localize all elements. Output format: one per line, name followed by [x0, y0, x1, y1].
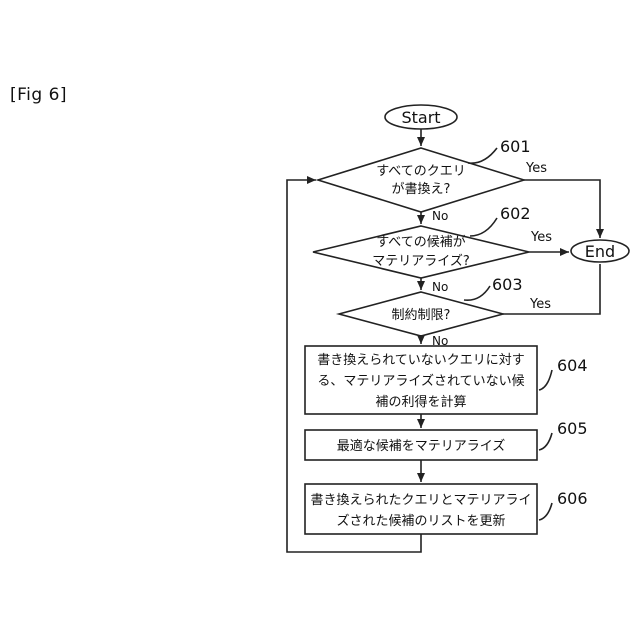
ref-606: 606 — [557, 489, 588, 508]
process-604: 書き換えられていないクエリに対す る、マテリアライズされていない候 補の利得を計… — [305, 346, 537, 414]
process-606-line-2: ズされた候補のリストを更新 — [336, 513, 505, 529]
process-606-line-1: 書き換えられたクエリとマテリアライ — [310, 493, 531, 508]
decision-601-no: No — [432, 209, 448, 223]
decision-603-yes: Yes — [529, 297, 551, 312]
process-604-line-3: 補の利得を計算 — [375, 394, 466, 410]
decision-602-line-2: マテリアライズ? — [372, 253, 470, 269]
decision-601-line-1: すべてのクエリ — [376, 164, 466, 179]
decision-603: 制約制限? — [339, 292, 503, 336]
process-604-line-2: る、マテリアライズされていない候 — [317, 373, 524, 389]
decision-601-yes: Yes — [525, 161, 547, 176]
ref-605: 605 — [557, 419, 588, 438]
end-terminator: End — [571, 240, 629, 262]
ref-602: 602 — [500, 204, 531, 223]
start-terminator: Start — [385, 105, 457, 129]
decision-602-no: No — [432, 280, 448, 294]
start-label: Start — [401, 108, 440, 127]
ref-604: 604 — [557, 356, 588, 375]
process-604-line-1: 書き換えられていないクエリに対す — [317, 353, 525, 368]
end-label: End — [585, 242, 615, 261]
decision-601-line-2: が書換え? — [392, 182, 451, 197]
process-606: 書き換えられたクエリとマテリアライ ズされた候補のリストを更新 — [305, 484, 537, 534]
decision-602-line-1: すべての候補が — [376, 235, 466, 250]
decision-602: すべての候補が マテリアライズ? — [313, 226, 529, 278]
decision-602-yes: Yes — [530, 230, 552, 245]
leader-603 — [464, 286, 490, 300]
leader-602 — [470, 218, 497, 236]
ref-603: 603 — [492, 275, 523, 294]
leader-601 — [468, 148, 497, 163]
process-605: 最適な候補をマテリアライズ — [305, 430, 537, 460]
ref-601: 601 — [500, 137, 531, 156]
leader-604 — [539, 370, 552, 390]
leader-606 — [539, 503, 552, 520]
decision-601: すべてのクエリ が書換え? — [318, 148, 524, 212]
leader-605 — [539, 433, 552, 450]
decision-603-line-1: 制約制限? — [392, 308, 451, 323]
process-605-line-1: 最適な候補をマテリアライズ — [337, 438, 506, 454]
